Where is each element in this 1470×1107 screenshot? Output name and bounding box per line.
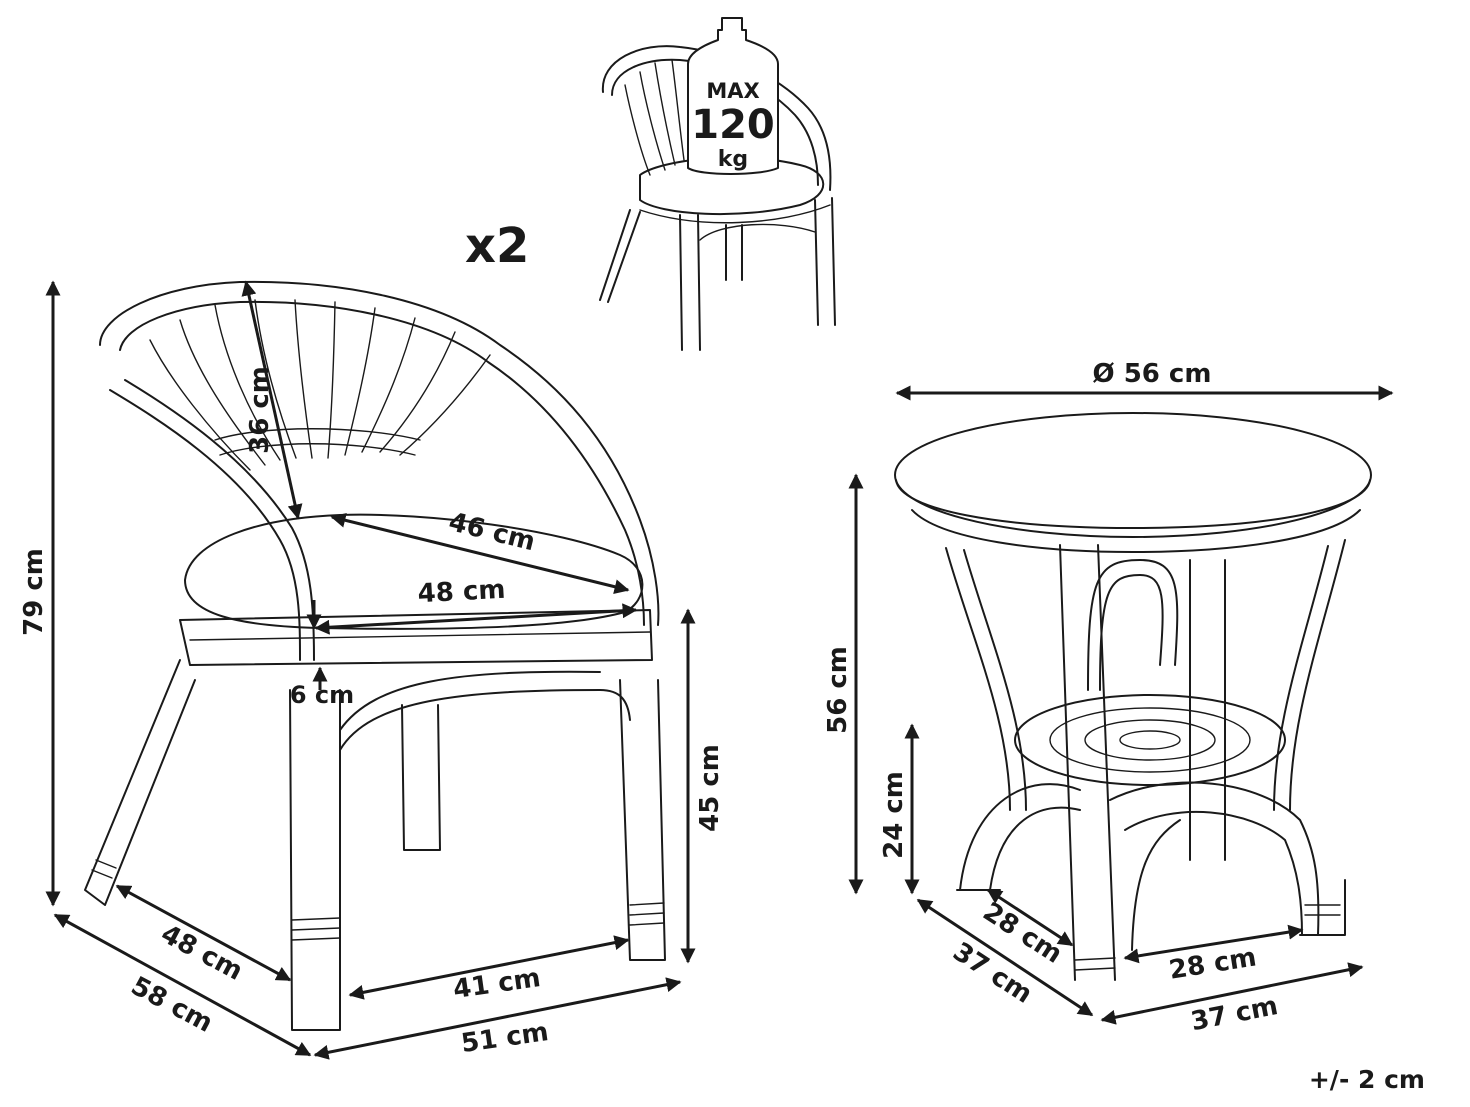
table-shelf-height-label: 24 cm (879, 771, 909, 859)
table-illustration (894, 412, 1372, 981)
chair-base-width-label: 41 cm (451, 963, 542, 1005)
table-height-label: 56 cm (823, 646, 853, 734)
chair-seat-height-label: 45 cm (695, 744, 725, 832)
table-diameter-label: Ø 56 cm (1093, 359, 1212, 389)
chair-backrest-height-label: 36 cm (245, 366, 275, 454)
chair-total-depth-label: 58 cm (126, 971, 218, 1039)
weight-max-label: MAX (706, 79, 759, 103)
chair-dimension-lines (45, 280, 696, 1060)
chair-dimension-labels: 79 cm 36 cm 46 cm 48 cm 6 cm 45 cm 48 cm… (19, 366, 725, 1059)
weight-capacity-badge: MAX 120 kg (687, 17, 779, 175)
table-dimension-lines (848, 385, 1394, 1025)
weight-unit: kg (718, 147, 748, 172)
tolerance-note: +/- 2 cm (1309, 1065, 1425, 1094)
chair-cushion-label: 6 cm (290, 681, 354, 709)
weight-value: 120 (691, 102, 775, 148)
quantity-multiplier: x2 (465, 218, 529, 274)
chair-seat-width-label: 48 cm (417, 575, 506, 610)
chair-height-label: 79 cm (19, 548, 49, 636)
chair-illustration (84, 280, 666, 1031)
table-outer-width-label: 37 cm (1189, 991, 1281, 1037)
table-dimension-labels: Ø 56 cm 56 cm 24 cm 28 cm 37 cm 28 cm 37… (823, 359, 1280, 1037)
